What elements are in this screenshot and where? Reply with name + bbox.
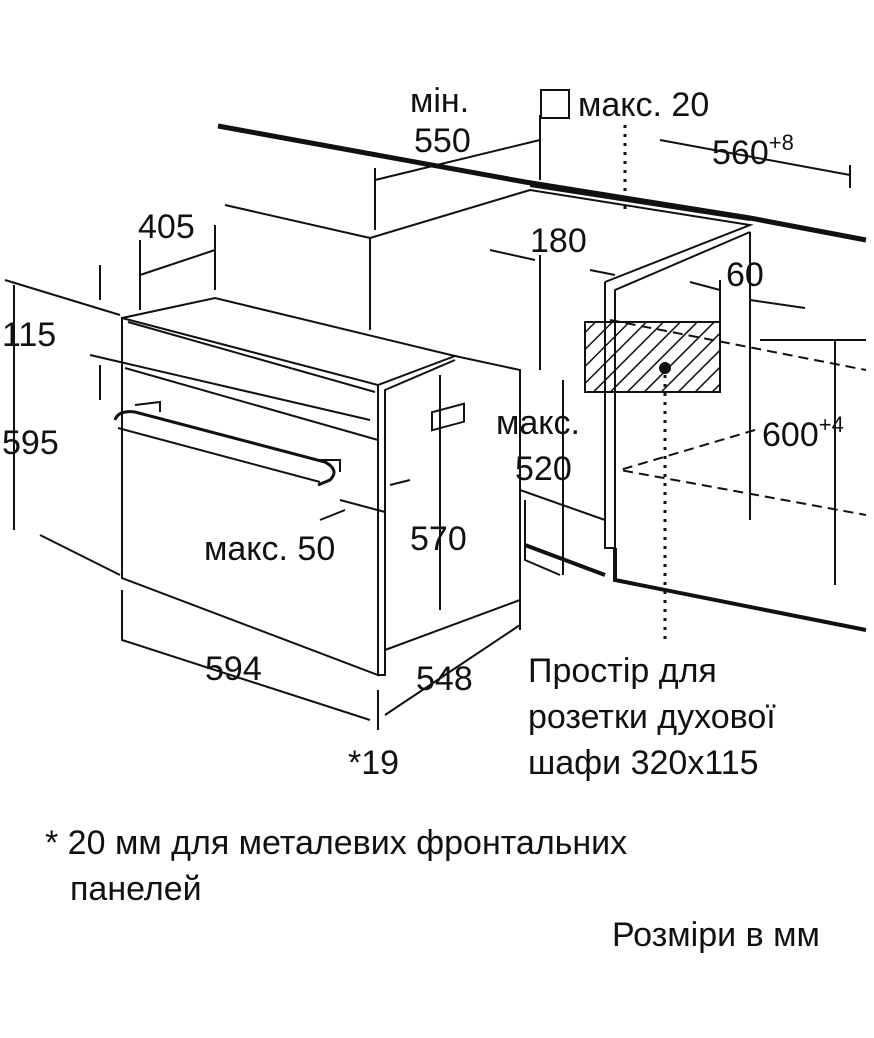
- socket-note-line-2: розетки духової: [528, 698, 776, 736]
- socket-center-line: [623, 125, 667, 640]
- dim-560-tolerance: +8: [768, 130, 794, 155]
- dim-560: 560+8: [712, 132, 794, 172]
- dim-548: 548: [416, 660, 473, 698]
- dim-600-value: 600: [762, 416, 819, 454]
- dim-star-19: *19: [348, 744, 400, 782]
- square-symbol-icon: [540, 89, 570, 119]
- label-max-50: макс. 50: [204, 530, 336, 568]
- dim-595: 595: [2, 424, 59, 462]
- dim-550: 550: [414, 122, 471, 160]
- footnote-line-1: * 20 мм для металевих фронтальних: [45, 824, 628, 862]
- label-max: макс.: [496, 404, 580, 442]
- max-20-text: макс. 20: [578, 86, 710, 124]
- dim-600: 600+4: [762, 414, 844, 454]
- socket-area: [584, 321, 721, 393]
- socket-note-line-1: Простір для: [528, 652, 717, 690]
- cabinet-niche: [369, 188, 867, 632]
- socket-center-mark: [659, 362, 671, 374]
- dim-520: 520: [515, 450, 572, 488]
- dim-180: 180: [530, 222, 587, 260]
- countertop: [217, 123, 867, 243]
- label-max-20: макс. 20: [540, 88, 709, 122]
- dim-570: 570: [410, 520, 467, 558]
- dim-594: 594: [205, 650, 262, 688]
- socket-note-line-3: шафи 320x115: [528, 744, 759, 782]
- dim-560-value: 560: [712, 134, 769, 172]
- label-min: мін.: [410, 82, 470, 120]
- units-note: Розміри в мм: [612, 916, 820, 954]
- oven: [113, 296, 521, 677]
- dim-600-tolerance: +4: [818, 412, 844, 437]
- dim-115: 115: [2, 316, 57, 354]
- dim-405: 405: [138, 208, 195, 246]
- dimension-lines: [4, 115, 866, 730]
- footnote-line-2: панелей: [70, 870, 202, 908]
- dim-60: 60: [726, 256, 764, 294]
